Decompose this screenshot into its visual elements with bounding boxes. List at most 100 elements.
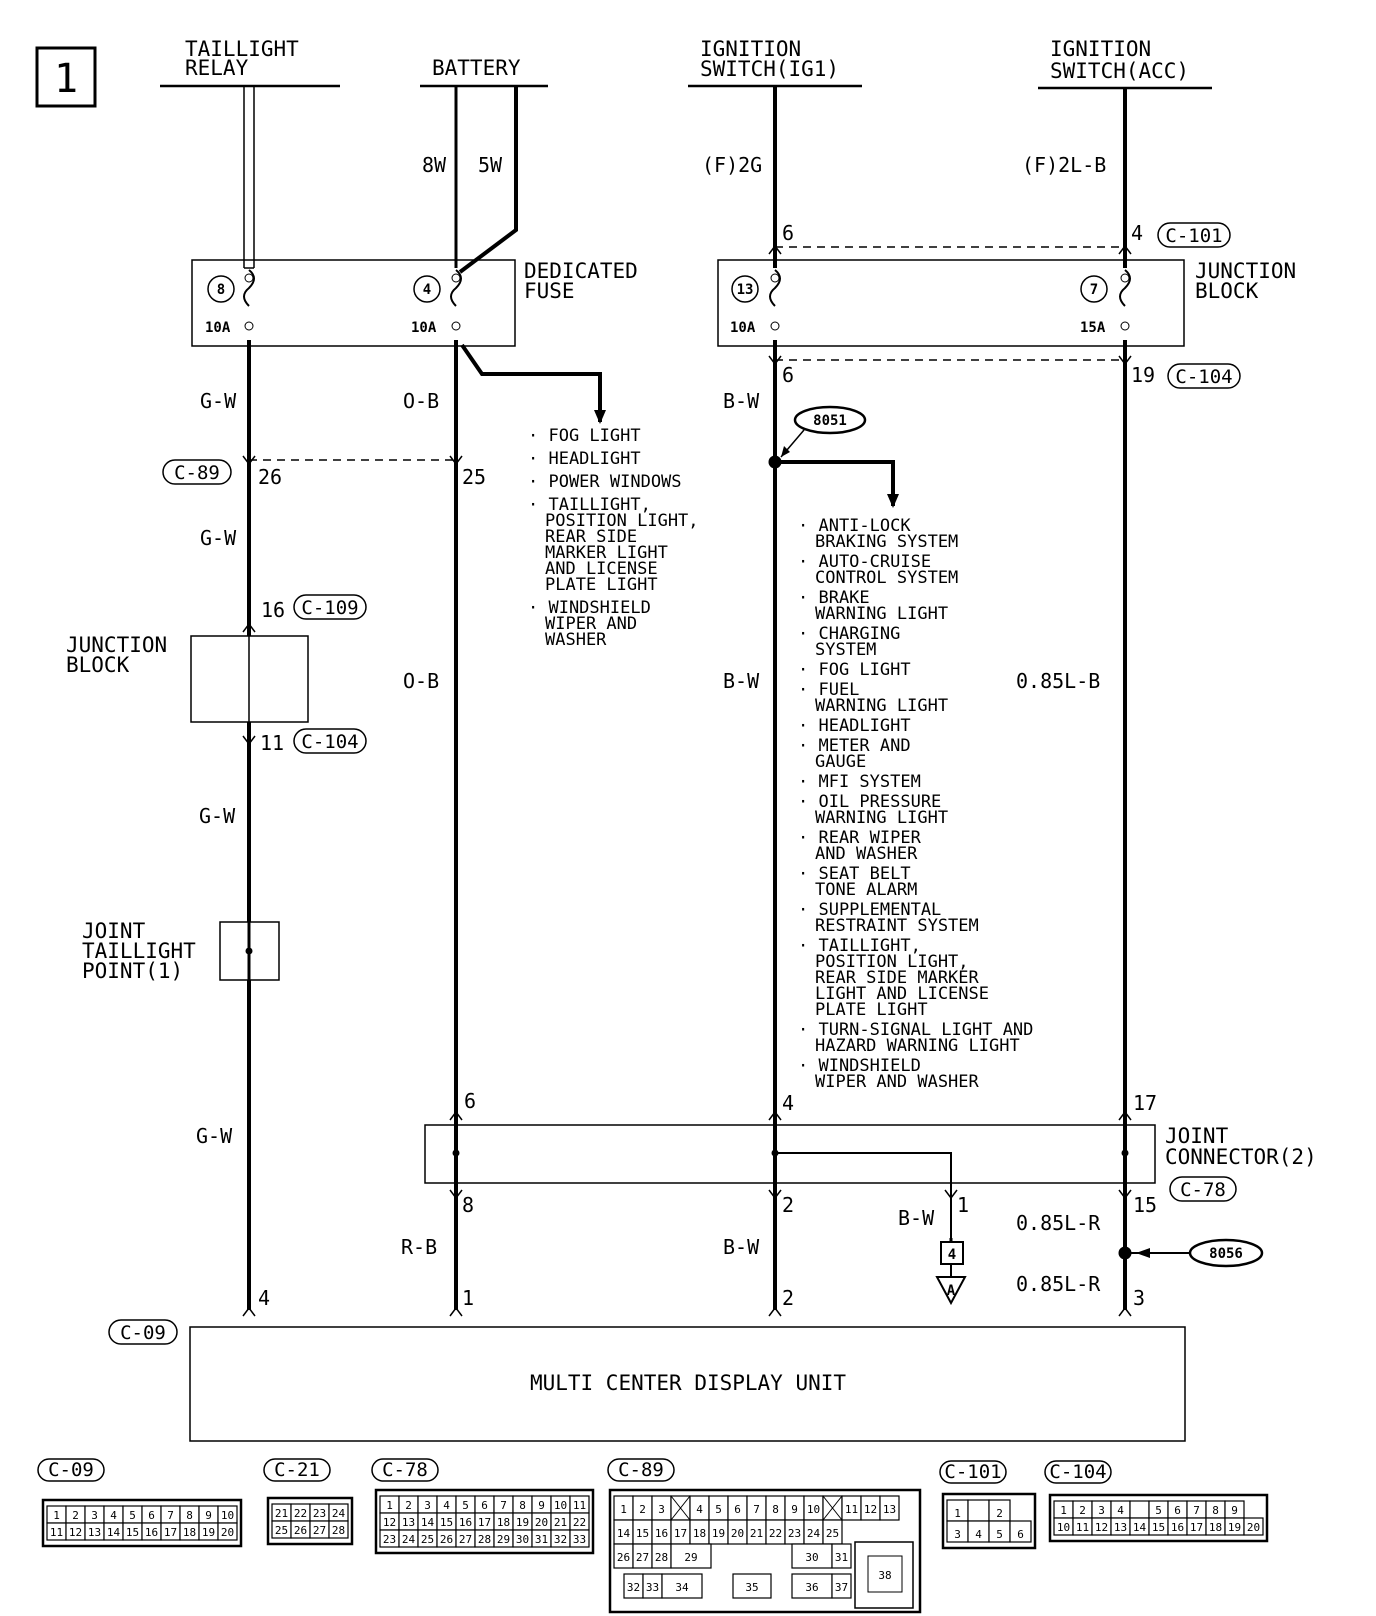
battery-circuit-list: · FOG LIGHT· HEADLIGHT· POWER WINDOWS· T… [528,426,699,650]
circuit-list-item: REAR SIDE MARKER [815,968,980,988]
circuit-list-item: SYSTEM [815,640,876,660]
circuit-list-item: RESTRAINT SYSTEM [815,916,979,936]
circuit-list-item: WIPER AND WASHER [815,1072,980,1092]
pin-cell: 3 [658,1503,665,1516]
fuse-rating: 10A [730,320,756,336]
source-label-line2: SWITCH(IG1) [700,57,839,81]
reference-box-label: 4 [948,1247,956,1263]
circuit-list-item: · TURN-SIGNAL LIGHT AND [798,1020,1033,1040]
wire-code: 0.85L-R [1016,1211,1101,1235]
pin-cell: 18 [693,1527,706,1540]
pin-cell: 17 [1190,1521,1203,1534]
pin-cell: 8 [186,1509,193,1522]
pin-cell: 14 [107,1526,121,1539]
circuit-list-item: WARNING LIGHT [815,604,948,624]
pin-cell: 23 [313,1507,326,1520]
circuit-list-item: HAZARD WARNING LIGHT [815,1036,1020,1056]
circuit-list-item: · OIL PRESSURE [798,792,941,812]
connector-tag: C-09 [120,1322,166,1344]
circuit-list-item: · MFI SYSTEM [798,772,921,792]
junction-block-mid: JUNCTION BLOCK [66,633,309,723]
source-ignition-ig1: IGNITION SWITCH(IG1) [688,37,862,88]
pin-cell: 16 [145,1526,158,1539]
pin-number: 4 [1131,221,1143,245]
circuit-list-item: · ANTI-LOCK [798,516,911,536]
pin-cell: 19 [516,1516,529,1529]
pin-cell: 33 [646,1581,659,1594]
pin-cell: 14 [421,1516,435,1529]
pin-cell: 32 [554,1533,567,1546]
joint-connector-branch [775,1152,953,1252]
source-taillight-relay: TAILLIGHT RELAY [160,37,340,88]
pin-cell: 15 [636,1527,649,1540]
source-label-line1: IGNITION [1050,37,1151,61]
pin-cell: 22 [573,1516,586,1529]
pin-cell: 6 [734,1503,741,1516]
circuit-list-item: WARNING LIGHT [815,696,948,716]
pin-cell: 35 [745,1581,758,1594]
pin-cell: 31 [835,1551,848,1564]
pin-cell: 19 [202,1526,215,1539]
wire-code: (F)2G [702,153,762,177]
circuit-list-item: PLATE LIGHT [815,1000,928,1020]
pin-cell: 27 [636,1551,649,1564]
face-tag [939,1460,1007,1484]
face-tag [263,1458,331,1482]
connector-tag: C-78 [1180,1179,1226,1201]
connector-chevrons [242,244,1132,1317]
junction-block-label-line2: BLOCK [1195,279,1259,303]
circuit-list-item: · METER AND [798,736,911,756]
fuse-number: 4 [423,282,431,298]
pin-cell: 4 [110,1509,117,1522]
pin-cell: 15 [126,1526,139,1539]
fuse-block-label-line2: FUSE [524,279,575,303]
circuit-list-item: AND LICENSE [545,559,658,579]
circuit-list-item: · HEADLIGHT [528,449,641,469]
pin-cell: 31 [535,1533,548,1546]
pin-cell: 24 [807,1527,821,1540]
circuit-list-item: POSITION LIGHT, [545,511,699,531]
circuit-list-item: · TAILLIGHT, [798,936,921,956]
pin-cell: 28 [332,1524,345,1537]
pin-cell: 10 [554,1499,567,1512]
circuit-list-item: REAR SIDE [545,527,637,547]
pin-number: 26 [258,465,282,489]
circuit-list-item: · FUEL [798,680,859,700]
face-label: C-21 [274,1459,320,1481]
pin-cell: 11 [573,1499,586,1512]
pin-cell: 22 [294,1507,307,1520]
pin-cell: 20 [535,1516,548,1529]
connector-tag: C-101 [1165,225,1222,247]
pin-cell: 7 [1193,1504,1200,1517]
pin-number: 8 [462,1193,474,1217]
pin-cell: 11 [50,1526,63,1539]
pin-cell: 26 [440,1533,453,1546]
pin-cell: 33 [573,1533,586,1546]
pin-cell: 29 [497,1533,510,1546]
pin-cell: 8 [772,1503,779,1516]
pin-number: 4 [782,1091,794,1115]
pin-cell: 20 [731,1527,744,1540]
fuse-8: 8 10A [205,269,255,336]
pin-cell: 25 [421,1533,434,1546]
wire-code: (F)2L-B [1022,153,1106,177]
pin-cell: 21 [554,1516,567,1529]
pin-cell: 7 [753,1503,760,1516]
source-label-line1: IGNITION [700,37,801,61]
circuit-list-item: POSITION LIGHT, [815,952,969,972]
wire-code: B-W [723,389,760,413]
source-label-line2: RELAY [185,56,249,80]
circuit-list-item: · BRAKE [798,588,870,608]
circuit-list-item: · TAILLIGHT, [528,495,651,515]
circuit-list-item: PLATE LIGHT [545,575,658,595]
circuit-list-item: WARNING LIGHT [815,808,948,828]
circuit-list-item: WASHER [545,630,607,650]
junction-block-top: JUNCTION BLOCK [717,259,1296,347]
splice-8056: 8056 [1188,1238,1264,1268]
wire-code: 8W [422,153,447,177]
wire-ignition-ig1 [768,86,899,1310]
connector-tag-labels: C-101 C-104 C-89 C-109 C-104 C-78 C-09 [120,225,1232,1344]
pin-cell: 5 [1155,1504,1162,1517]
circuit-list-item: · HEADLIGHT [798,716,911,736]
